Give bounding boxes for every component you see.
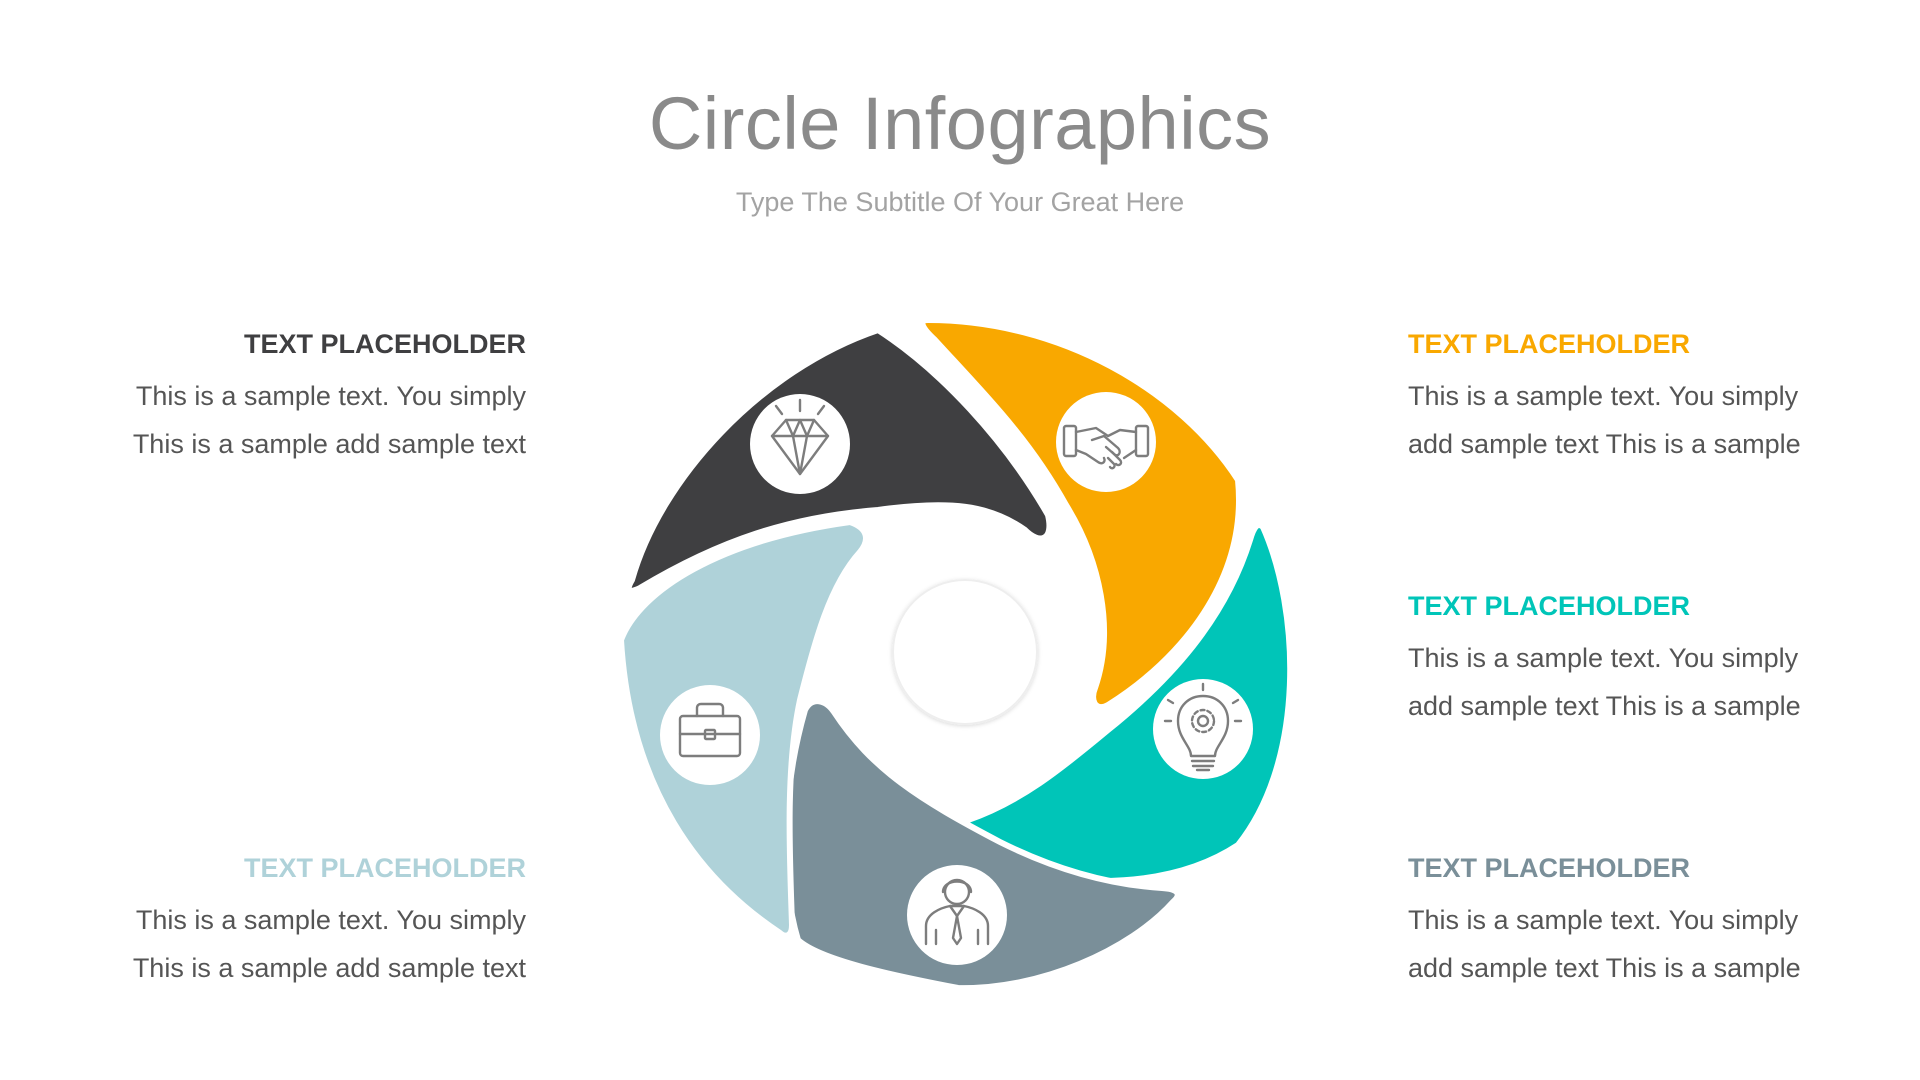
block-line: This is a sample text. You simply (135, 905, 526, 935)
block-line: add sample text This is a sample (1408, 691, 1801, 721)
icon-badge-briefcase (660, 685, 760, 785)
block-line: add sample text This is a sample (1408, 953, 1801, 983)
block-body: This is a sample text. You simply add sa… (1408, 372, 1908, 468)
lightbulb-gear-icon (1163, 682, 1243, 772)
icon-badge-circle (750, 394, 850, 494)
block-line: This is a sample text. You simply (135, 381, 526, 411)
block-line: This is a sample add sample text (132, 429, 526, 459)
text-block-top-right: TEXT PLACEHOLDER This is a sample text. … (1408, 326, 1908, 468)
block-heading: TEXT PLACEHOLDER (243, 329, 526, 359)
block-body: This is a sample text. You simply This i… (26, 372, 526, 468)
segment-orange (919, 317, 1242, 710)
block-heading: TEXT PLACEHOLDER (1408, 591, 1691, 621)
block-line: This is a sample add sample text (132, 953, 526, 983)
block-body: This is a sample text. You simply This i… (26, 896, 526, 992)
block-heading: TEXT PLACEHOLDER (1408, 329, 1691, 359)
block-heading: TEXT PLACEHOLDER (1408, 853, 1691, 883)
icon-badge-circle (1056, 392, 1156, 492)
block-line: This is a sample text. You simply (1408, 643, 1799, 673)
center-circle (892, 579, 1038, 725)
block-heading: TEXT PLACEHOLDER (243, 853, 526, 883)
icon-badge-diamond (750, 394, 850, 494)
block-body: This is a sample text. You simply add sa… (1408, 634, 1908, 730)
diamond-icon (770, 398, 830, 476)
block-line: This is a sample text. You simply (1408, 381, 1799, 411)
text-block-middle-right: TEXT PLACEHOLDER This is a sample text. … (1408, 588, 1908, 730)
segment-slate (782, 698, 1181, 992)
page-title: Circle Infographics (648, 82, 1272, 165)
text-block-top-left: TEXT PLACEHOLDER This is a sample text. … (26, 326, 526, 468)
icon-badge-businessman (907, 865, 1007, 965)
handshake-icon (1062, 424, 1150, 470)
icon-badge-handshake (1056, 392, 1156, 492)
businessman-icon (924, 878, 990, 946)
icon-badge-circle (1153, 679, 1253, 779)
briefcase-icon (678, 702, 742, 758)
text-block-bottom-left: TEXT PLACEHOLDER This is a sample text. … (26, 850, 526, 992)
page-subtitle: Type The Subtitle Of Your Great Here (735, 187, 1185, 217)
text-block-bottom-right: TEXT PLACEHOLDER This is a sample text. … (1408, 850, 1908, 992)
block-line: add sample text This is a sample (1408, 429, 1801, 459)
block-line: This is a sample text. You simply (1408, 905, 1799, 935)
block-body: This is a sample text. You simply add sa… (1408, 896, 1908, 992)
icon-badge-lightbulb (1153, 679, 1253, 779)
